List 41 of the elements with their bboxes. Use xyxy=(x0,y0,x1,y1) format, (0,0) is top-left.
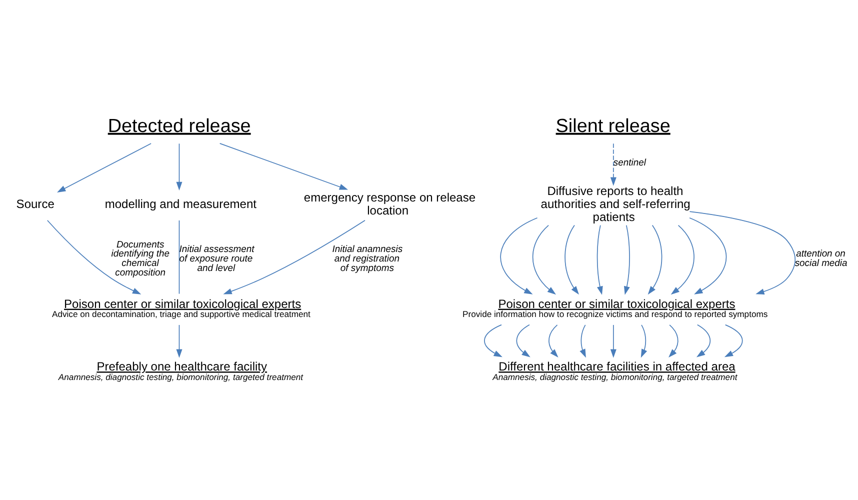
arrow xyxy=(516,324,530,358)
edge-label: Documents identifying the chemical composition xyxy=(111,239,170,279)
node-text: Detected release xyxy=(108,116,251,137)
node-text: Poison center or similar toxicological experts Provide information how to recognize victims and respond to reported symptoms xyxy=(462,296,768,320)
node-text: emergency response on release location xyxy=(304,190,476,218)
node-text: Different healthcare facilities in affected area Anamnesis, diagnostic testing, biomonitoring, targeted treatment xyxy=(492,360,738,382)
arrow xyxy=(176,143,182,190)
node-text: Silent release xyxy=(556,116,670,137)
arrow xyxy=(500,217,538,294)
arrow xyxy=(648,224,662,295)
arrow xyxy=(219,143,348,190)
connector xyxy=(178,220,180,294)
arrow xyxy=(484,324,502,358)
arrow xyxy=(670,224,694,295)
edge-label: Initial assessment of exposure route and level xyxy=(179,244,254,274)
arrow xyxy=(668,324,678,358)
arrow xyxy=(580,324,586,358)
arrow xyxy=(176,324,182,358)
arrow xyxy=(548,324,558,358)
node-text: modelling and measurement xyxy=(104,197,256,212)
arrow xyxy=(564,224,579,295)
node-text: Diffusive reports to health authorities and self-referring patients xyxy=(540,184,690,224)
node-text: Prefeably one healthcare facility Anamnesis, diagnostic testing, biomonitoring, targeted treatment xyxy=(58,360,304,382)
arrow xyxy=(223,220,366,294)
edge-label: Initial anamnesis and registration of symptoms xyxy=(332,244,403,274)
arrow xyxy=(610,143,616,186)
arrow xyxy=(46,220,142,294)
arrow xyxy=(640,324,648,358)
arrow xyxy=(532,224,556,295)
node-text: Poison center or similar toxicological experts Advice on decontamination, triage and supportive medical treatment xyxy=(52,296,310,320)
arrow xyxy=(689,211,796,294)
arrow xyxy=(724,324,743,358)
arrow xyxy=(624,224,630,295)
node-text: Source xyxy=(16,197,54,212)
edge-label: sentinel xyxy=(613,158,646,169)
arrow xyxy=(610,324,616,358)
arrow xyxy=(689,217,727,294)
edge-label: attention on social media xyxy=(794,248,848,270)
arrow xyxy=(696,324,711,358)
arrow xyxy=(596,224,603,295)
arrow xyxy=(57,143,152,192)
